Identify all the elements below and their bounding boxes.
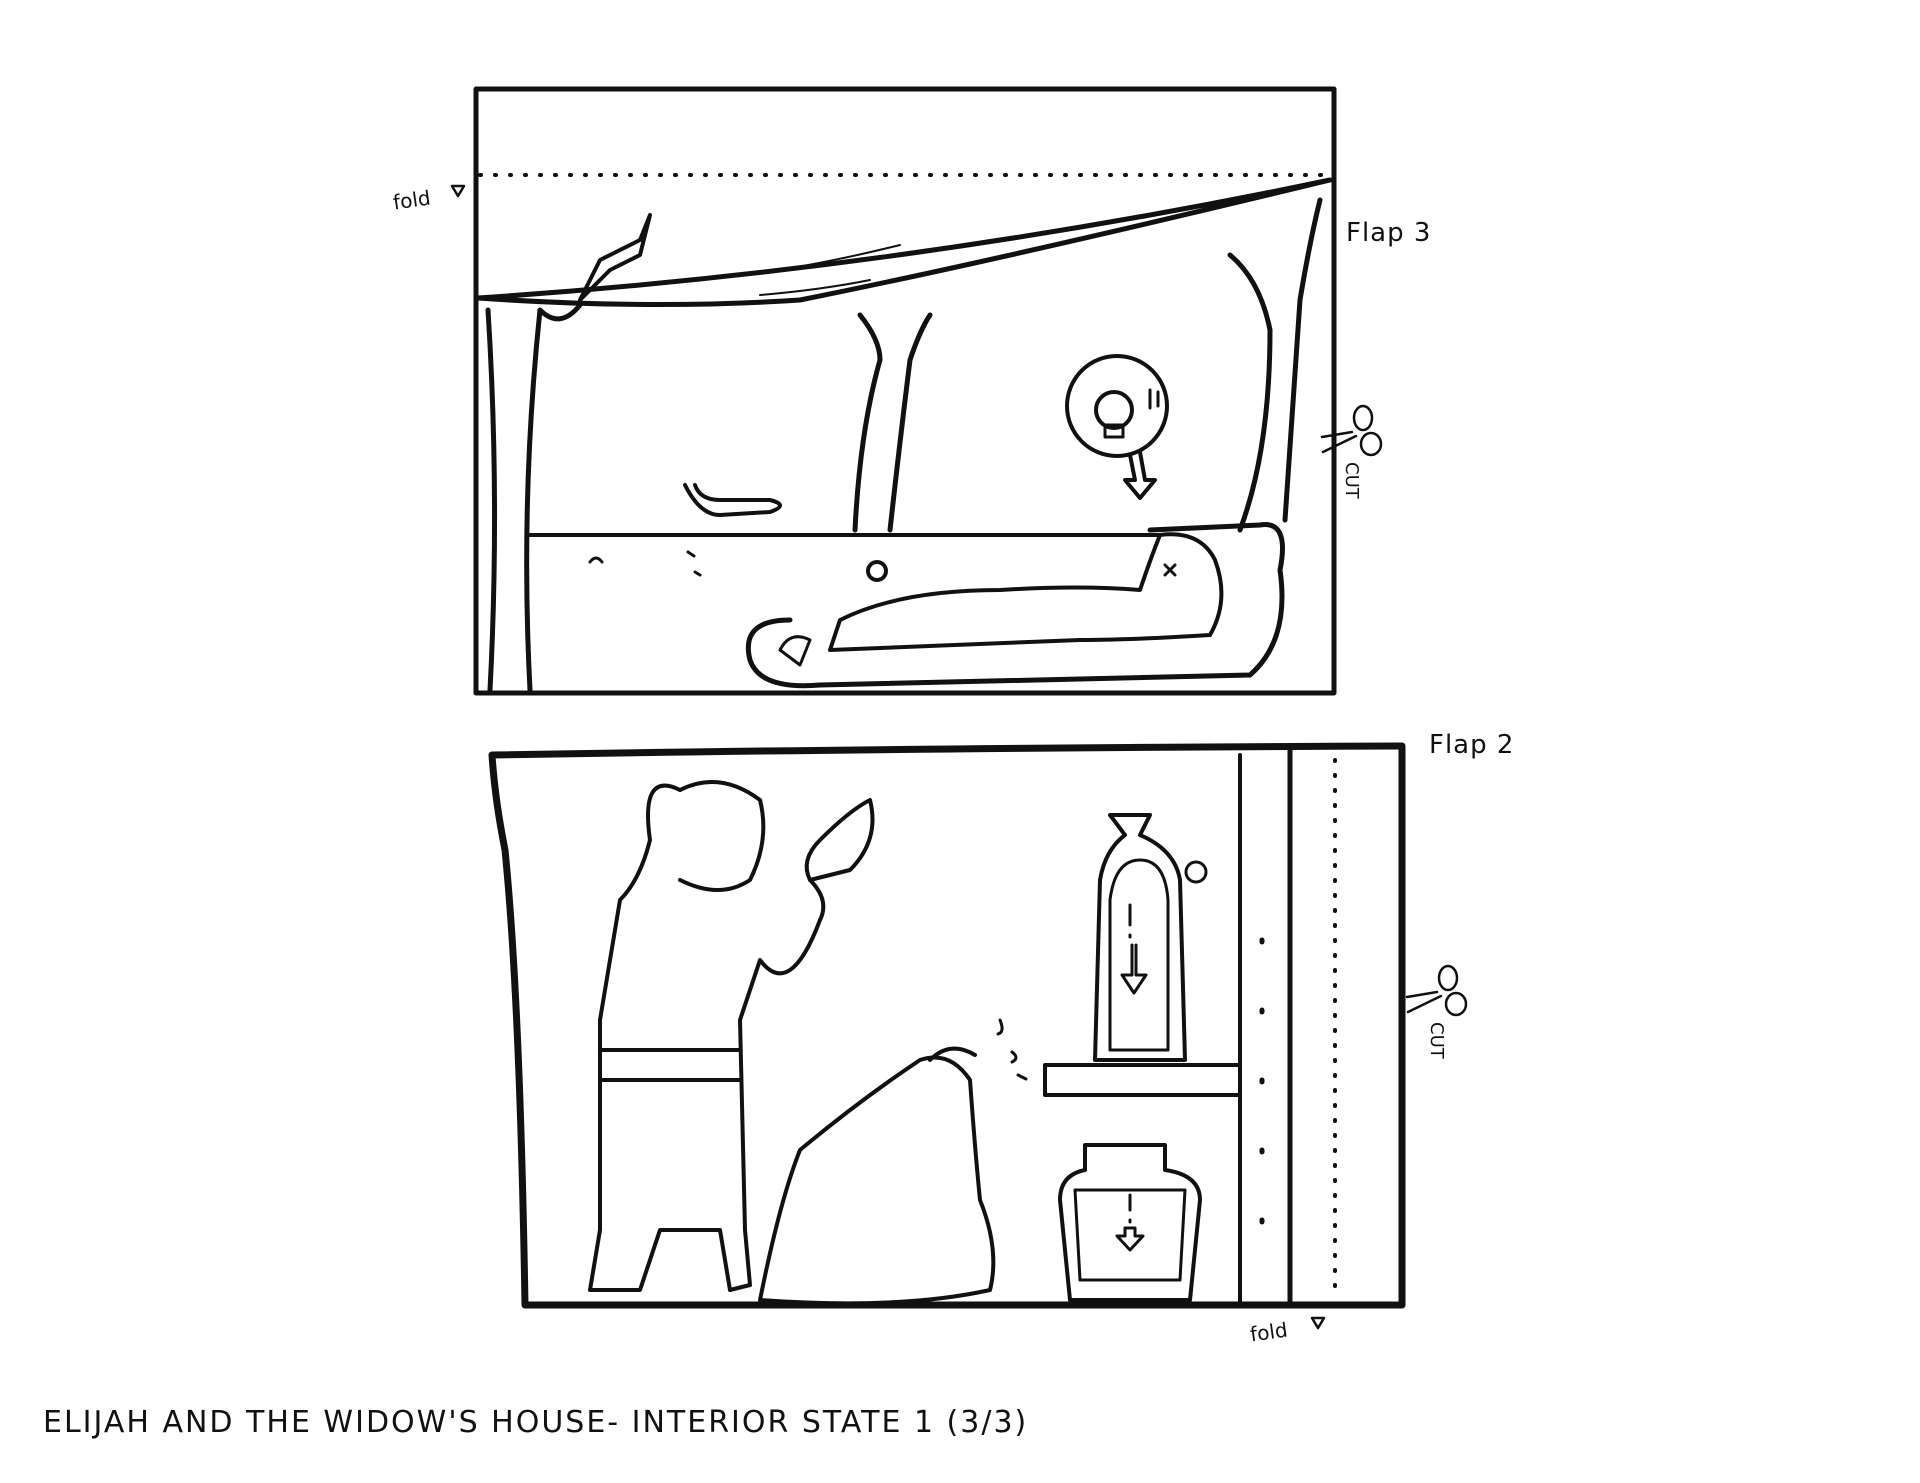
cut-label-bottom: CUT xyxy=(1426,1022,1447,1059)
cut-label-top: CUT xyxy=(1341,462,1362,499)
shelf xyxy=(1043,1063,1242,1097)
widow-figure xyxy=(758,1018,1028,1306)
fold-arrow-top xyxy=(450,184,466,198)
oil-jar xyxy=(1093,813,1208,1062)
scissors-icon-top xyxy=(1320,404,1383,457)
elijah-figure xyxy=(588,780,875,1292)
skull-speech-bubble xyxy=(1065,354,1169,500)
tree-left xyxy=(485,302,583,693)
fold-arrow-bottom xyxy=(1310,1316,1326,1330)
page-title: ELIJAH AND THE WIDOW'S HOUSE- INTERIOR S… xyxy=(43,1405,1029,1440)
tree-middle xyxy=(852,312,933,533)
tree-right xyxy=(1227,197,1323,533)
scissors-icon-bottom xyxy=(1405,964,1468,1017)
flour-jar xyxy=(1058,1143,1202,1302)
top-panel xyxy=(473,86,1337,696)
bed xyxy=(746,522,1285,689)
flap-2-label: Flap 2 xyxy=(1429,730,1515,760)
sick-child xyxy=(828,532,1224,652)
awning xyxy=(475,177,1333,308)
bottom-panel xyxy=(488,742,1406,1309)
flap-3-label: Flap 3 xyxy=(1346,218,1432,248)
